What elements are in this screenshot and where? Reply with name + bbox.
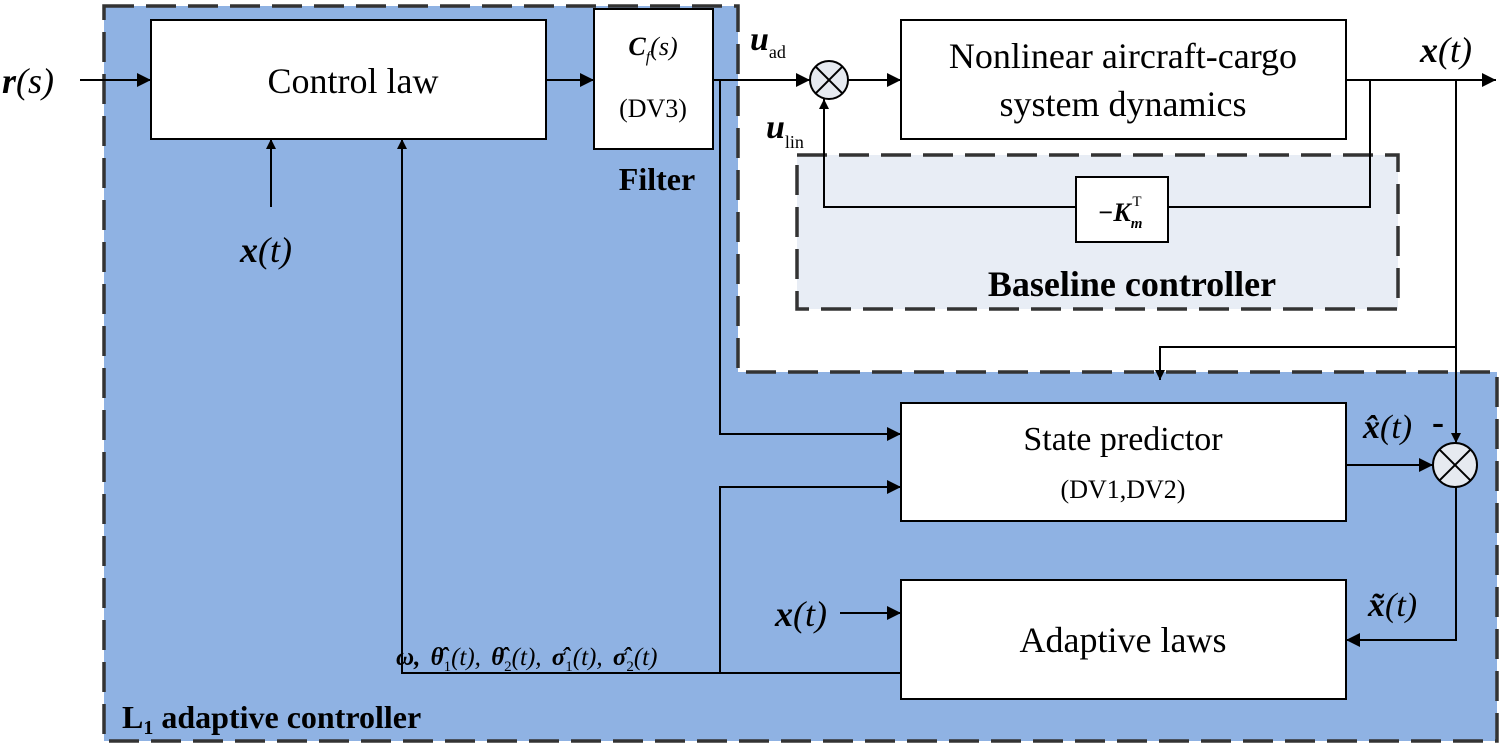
adaptive-laws-block [900, 579, 1347, 700]
baseline-to-sum-arrow [819, 99, 1076, 208]
filter-block [593, 8, 714, 150]
summing-junction-error [1432, 442, 1478, 488]
x-state-label: x(t) [239, 230, 292, 270]
u-lin-label: ulin [766, 109, 804, 152]
uad-to-predictor-arrow [719, 80, 901, 441]
state-predictor-label-line2: (DV1,DV2) [1061, 475, 1186, 504]
adaptive-controller-border [102, 4, 1499, 743]
plant-label-line1: Nonlinear aircraft-cargo [949, 36, 1297, 76]
gain-block [1075, 176, 1169, 243]
filter-caption: Filter [619, 161, 695, 197]
gain-label: −KmT [1098, 194, 1143, 232]
filter-dv-label: (DV3) [619, 94, 687, 123]
xhat-label: x̂(t) [1362, 409, 1412, 446]
r-input-label: r(s) [2, 61, 54, 101]
u-ad-label: uad [750, 21, 786, 62]
adaptive-parameters-label: ω, θ̂1(t), θ̂2(t), σ̂1(t), σ̂2(t) [396, 644, 657, 675]
params-to-predictor-arrow [719, 480, 901, 673]
x-adaptive-input-label: x(t) [774, 594, 827, 634]
xtilde-to-adaptive-arrow [1346, 487, 1457, 647]
control-law-block [150, 19, 547, 140]
baseline-controller-border [795, 153, 1400, 311]
summing-junction-top [809, 60, 849, 100]
minus-sign: - [1432, 402, 1444, 442]
control-law-label: Control law [268, 61, 439, 101]
l1-adaptive-controller-caption: L1 adaptive controller [122, 699, 421, 739]
adaptive-laws-label: Adaptive laws [1020, 620, 1227, 660]
x-to-predictor-arrow [1155, 346, 1456, 380]
baseline-feedback-line [1168, 80, 1371, 208]
state-predictor-label-line1: State predictor [1023, 421, 1223, 458]
baseline-controller-caption: Baseline controller [988, 264, 1276, 304]
x-output-label: x(t) [1419, 30, 1472, 70]
plant-label-line2: system dynamics [1000, 84, 1247, 124]
filter-transfer-function: Cf(s) [628, 32, 677, 66]
xtilde-label: x̃(t) [1367, 587, 1417, 624]
params-to-control-arrow [397, 139, 901, 674]
state-predictor-block [900, 402, 1347, 522]
